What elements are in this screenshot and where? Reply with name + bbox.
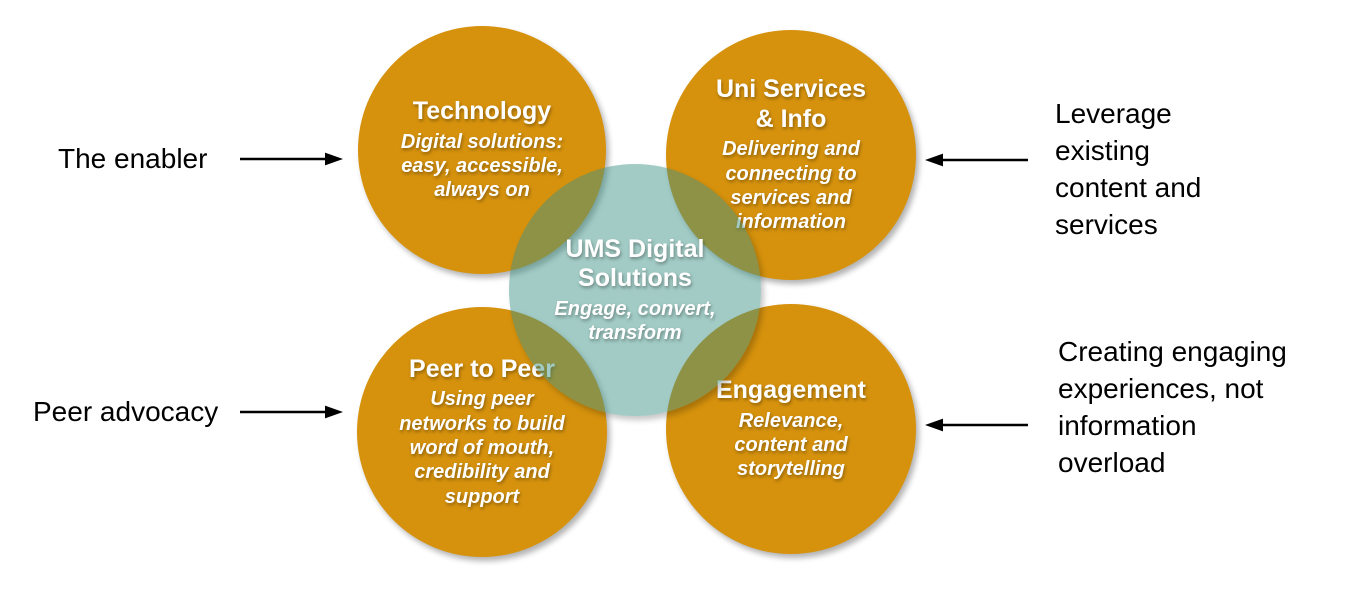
arrow-left-icon <box>924 151 1029 169</box>
circle-technology-text: Technology Digital solutions: easy, acce… <box>377 97 587 203</box>
circle-ums-digital-solutions: UMS Digital Solutions Engage, convert, t… <box>509 164 761 416</box>
circle-subtitle: Engage, convert, transform <box>554 297 716 344</box>
circle-engagement: Engagement Relevance, content and storyt… <box>666 304 916 554</box>
arrow-right-icon <box>239 150 344 168</box>
circle-peer-to-peer-text: Peer to Peer Using peer networks to buil… <box>377 355 587 509</box>
arrow-right-icon <box>239 403 344 421</box>
circle-title: Peer to Peer <box>409 354 555 383</box>
annotation-the-enabler: The enabler <box>58 143 208 174</box>
circle-title: UMS Digital Solutions <box>565 234 705 293</box>
circle-subtitle: Using peer networks to build word of mou… <box>399 388 565 508</box>
circle-uni-services: Uni Services & Info Delivering and conne… <box>666 30 916 280</box>
annotation-creating-engaging: Creating engaging experiences, not infor… <box>1058 336 1287 478</box>
annotation-leverage-existing: Leverage existing content and services <box>1055 98 1202 240</box>
arrow-left-icon <box>924 416 1029 434</box>
circle-title: Engagement <box>715 376 867 405</box>
circle-peer-to-peer: Peer to Peer Using peer networks to buil… <box>357 307 607 557</box>
circle-engagement-text: Engagement Relevance, content and storyt… <box>686 376 896 482</box>
annotation-peer-advocacy: Peer advocacy <box>33 396 219 427</box>
circle-subtitle: Relevance, content and storytelling <box>734 409 848 481</box>
circle-subtitle: Delivering and connecting to services an… <box>722 138 860 234</box>
circle-technology: Technology Digital solutions: easy, acce… <box>358 26 606 274</box>
circle-center-text: UMS Digital Solutions Engage, convert, t… <box>530 235 740 346</box>
circle-title: Uni Services & Info <box>715 75 867 133</box>
circle-subtitle: Digital solutions: easy, accessible, alw… <box>400 130 564 202</box>
circle-uni-services-text: Uni Services & Info Delivering and conne… <box>686 75 896 235</box>
circle-title: Technology <box>412 97 552 126</box>
